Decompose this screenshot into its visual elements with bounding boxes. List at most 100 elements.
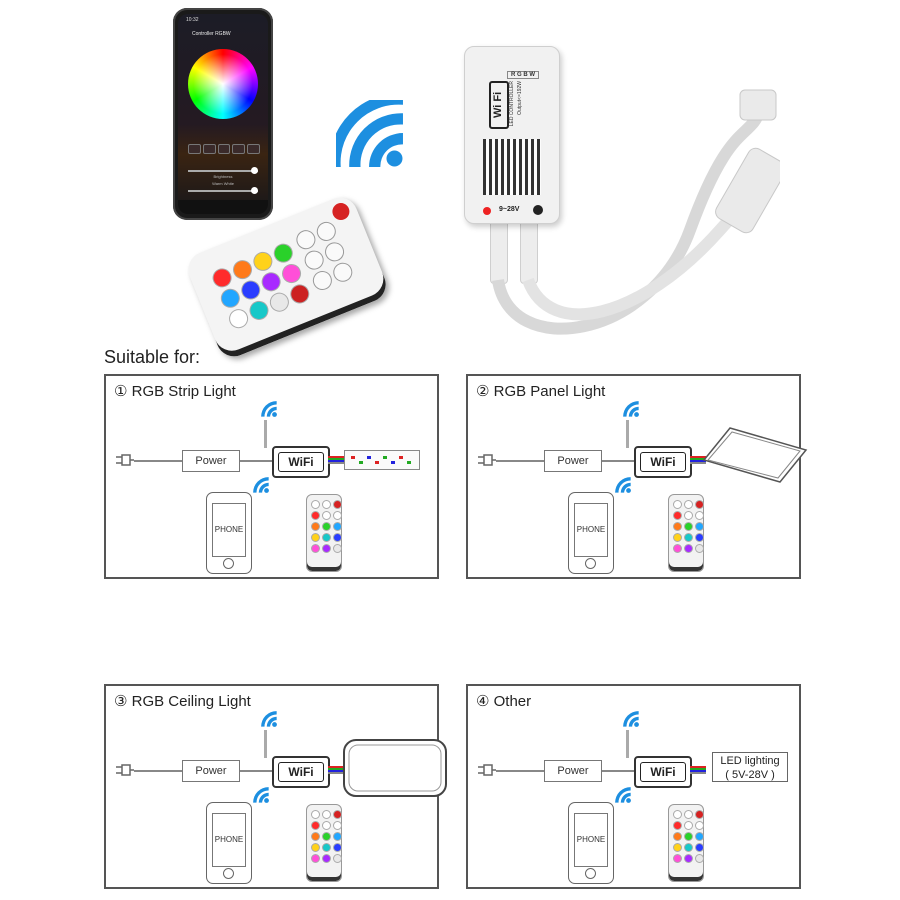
- remote-color-button: [287, 281, 313, 307]
- power-plug-icon: [116, 452, 134, 468]
- mode-swatches: [188, 144, 260, 154]
- wifi-logo: WiFi: [640, 452, 686, 472]
- wifi-signal-icon: [612, 474, 638, 500]
- power-cord: [600, 460, 636, 462]
- panel-title: ③ RGB Ceiling Light: [114, 693, 251, 710]
- power-cord: [496, 770, 544, 772]
- remote-function-button: [310, 268, 335, 293]
- remote-color-button: [209, 265, 235, 291]
- remote-icon: [668, 494, 704, 572]
- antenna: [264, 420, 267, 448]
- remote-power-button: [329, 200, 352, 223]
- remote-function-button: [322, 239, 347, 265]
- rgbw-wires: [690, 456, 706, 464]
- phone-icon: PHONE: [568, 802, 614, 884]
- ceiling-light: [343, 739, 447, 797]
- suitable-for-label: Suitable for:: [104, 347, 201, 367]
- remote-color-button: [246, 298, 272, 323]
- wifi-controller-box: WiFi: [634, 756, 692, 788]
- wifi-signal-icon: [250, 474, 276, 500]
- app-screen: 10:32 Controller RGBW Brightness Warm Wh…: [178, 14, 268, 214]
- power-cord: [600, 770, 636, 772]
- power-cord: [238, 770, 274, 772]
- power-supply-box: Power: [182, 450, 240, 472]
- phone-icon: PHONE: [568, 492, 614, 574]
- wifi-logo: WiFi: [278, 762, 324, 782]
- phone-icon: PHONE: [206, 492, 252, 574]
- wifi-logo: WiFi: [278, 452, 324, 472]
- rgbw-label: R G B W: [507, 71, 539, 79]
- power-plug-icon: [478, 762, 496, 778]
- phone-time: 10:32: [186, 17, 199, 23]
- remote-icon: [668, 804, 704, 882]
- wifi-controller-box: WiFi: [634, 446, 692, 478]
- power-cord: [134, 460, 182, 462]
- panel-title: ① RGB Strip Light: [114, 383, 236, 400]
- wifi-controller-box: WiFi: [272, 756, 330, 788]
- remote-function-button: [313, 219, 339, 244]
- antenna: [264, 730, 267, 758]
- remote-color-button: [217, 285, 243, 311]
- wifi-signal-icon: [250, 784, 276, 810]
- power-supply-box: Power: [544, 760, 602, 782]
- controller-label-2: Output<=192W: [517, 81, 523, 115]
- brightness-label: Brightness: [213, 174, 233, 179]
- wifi-led-controller: R G B W Wi Fi LED CONTROLLER Output<=192…: [464, 46, 560, 224]
- rgbw-wires: [690, 766, 706, 774]
- wifi-signal-icon: [258, 708, 284, 734]
- remote-function-button: [330, 259, 356, 285]
- power-cord: [134, 770, 182, 772]
- remote-icon: [306, 804, 342, 882]
- led-strip: [344, 450, 420, 470]
- power-cord: [496, 460, 544, 462]
- wifi-signal-icon: [612, 784, 638, 810]
- app-title: Controller RGBW: [192, 31, 231, 37]
- remote-color-button: [238, 277, 264, 303]
- remote-icon: [306, 494, 342, 572]
- remote-function-button: [293, 227, 319, 253]
- status-led: [483, 207, 491, 215]
- remote-color-button: [258, 269, 284, 295]
- panel-title: ② RGB Panel Light: [476, 383, 606, 400]
- wifi-controller-box: WiFi: [272, 446, 330, 478]
- brightness-slider: [188, 167, 258, 174]
- phone-label: PHONE: [574, 813, 608, 867]
- led-lighting-box: LED lighting ( 5V-28V ): [712, 752, 788, 782]
- color-wheel: [188, 49, 258, 119]
- led-panel-light: [702, 427, 808, 483]
- remote-color-button: [230, 257, 255, 283]
- remote-function-button: [301, 247, 327, 273]
- remote-color-button: [226, 306, 251, 332]
- white-label: Warm White: [212, 181, 234, 186]
- power-plug-icon: [116, 762, 134, 778]
- phone-label: PHONE: [212, 503, 246, 557]
- phone-label: PHONE: [212, 813, 246, 867]
- wifi-logo: WiFi: [640, 762, 686, 782]
- remote-color-button: [279, 261, 304, 286]
- controller-cables: [492, 89, 780, 335]
- controller-label-1: LED CONTROLLER: [509, 81, 515, 127]
- ir-receiver: [533, 205, 543, 215]
- wifi-signal-icon: [336, 100, 403, 167]
- wifi-signal-icon: [258, 398, 284, 424]
- voltage-label: 9~28V: [499, 206, 520, 213]
- remote-color-button: [250, 249, 276, 274]
- rgbw-wires: [328, 766, 344, 774]
- power-cord: [238, 460, 274, 462]
- wifi-signal-icon: [620, 708, 646, 734]
- antenna: [626, 730, 629, 758]
- led-voltage-label: ( 5V-28V ): [725, 769, 775, 781]
- remote-color-button: [270, 240, 296, 266]
- rgbw-wires: [328, 456, 344, 464]
- app-nav-bar: [178, 200, 268, 214]
- antenna: [626, 420, 629, 448]
- power-supply-box: Power: [182, 760, 240, 782]
- led-lighting-label: LED lighting: [720, 755, 780, 767]
- power-plug-icon: [478, 452, 496, 468]
- white-slider: [188, 187, 258, 194]
- phone-label: PHONE: [574, 503, 608, 557]
